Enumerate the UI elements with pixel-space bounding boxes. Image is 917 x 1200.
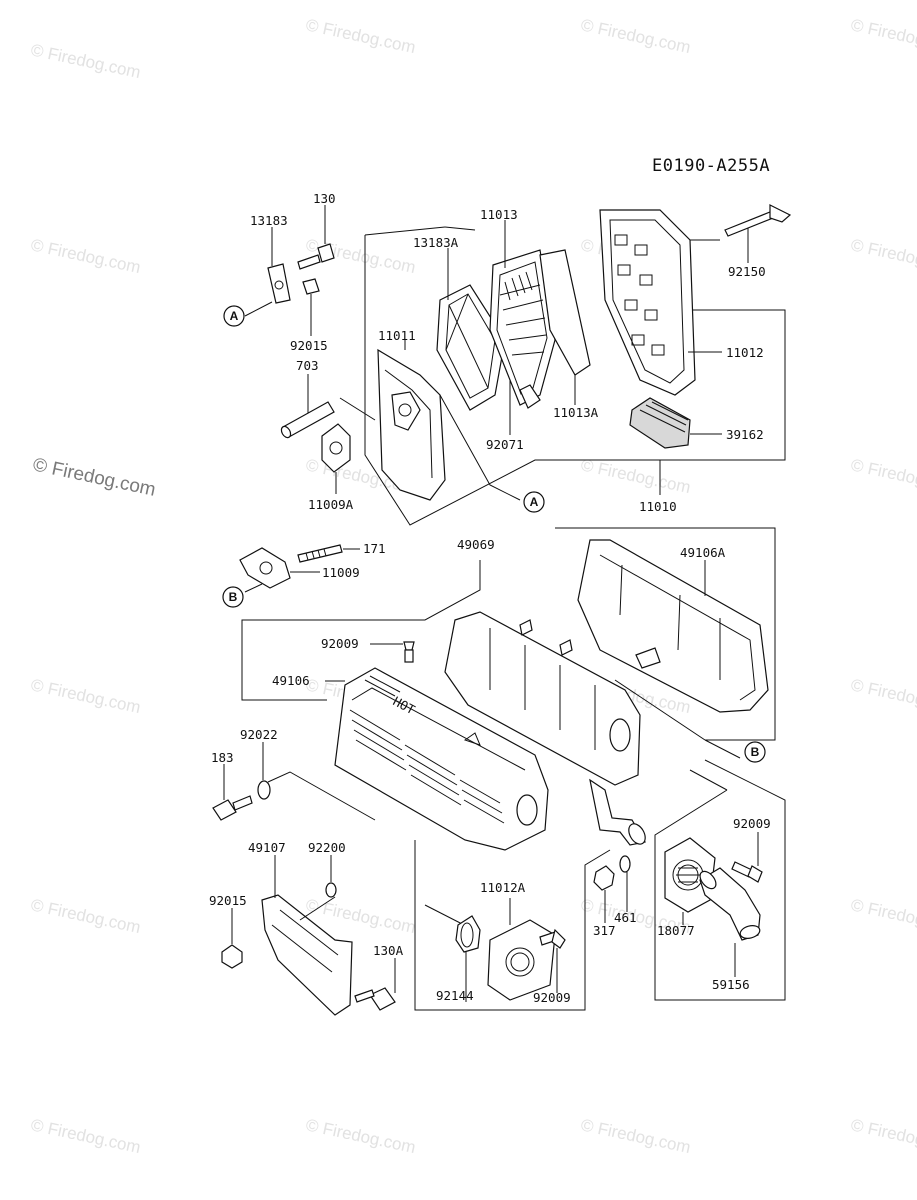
nut-317 <box>593 865 615 891</box>
part-label-39162: 39162 <box>726 427 764 442</box>
part-label-92009-bottom: 92009 <box>533 990 571 1005</box>
part-label-11009A: 11009A <box>308 497 354 512</box>
nut-92015-bottom <box>221 944 243 969</box>
washer-92022 <box>257 780 271 800</box>
part-label-703: 703 <box>296 358 319 373</box>
callout-a-bottom <box>523 491 545 513</box>
air-cleaner-group: A A <box>223 204 792 526</box>
part-label-92015-top: 92015 <box>290 338 328 353</box>
part-label-13183: 13183 <box>250 213 288 228</box>
washer-92200 <box>325 882 337 898</box>
muffler-body <box>444 611 641 786</box>
part-label-183: 183 <box>211 750 234 765</box>
watermark: © Firedog.com <box>29 675 142 717</box>
part-label-59156: 59156 <box>712 977 750 992</box>
part-label-11012A: 11012A <box>480 880 526 895</box>
diagram-code: E0190-A255A <box>652 156 770 176</box>
part-label-92022: 92022 <box>240 727 278 742</box>
part-label-11013: 11013 <box>480 207 518 222</box>
part-label-11011: 11011 <box>378 328 416 343</box>
muffler-group: HOT <box>212 527 786 1016</box>
clamp-39162 <box>629 397 691 449</box>
watermark: © Firedog.com <box>304 15 417 57</box>
part-label-49069: 49069 <box>457 537 495 552</box>
part-label-11012: 11012 <box>726 345 764 360</box>
part-label-49106: 49106 <box>272 673 310 688</box>
part-label-130A: 130A <box>373 943 404 958</box>
callout-a-top-label: A <box>230 309 239 323</box>
watermark: © Firedog.com <box>579 1115 692 1157</box>
part-label-92009-top: 92009 <box>321 636 359 651</box>
gasket-11009 <box>239 547 291 589</box>
screw-92009-top <box>403 641 415 651</box>
watermark: © Firedog.com <box>849 675 917 717</box>
air-cleaner-cover-11012 <box>599 209 696 396</box>
watermark: © Firedog.com <box>304 1115 417 1157</box>
callout-a-bottom-label: A <box>530 495 539 509</box>
part-label-461: 461 <box>614 910 637 925</box>
watermark: © Firedog.com <box>29 235 142 277</box>
part-label-92144: 92144 <box>436 988 474 1003</box>
washer-461 <box>619 855 631 873</box>
part-label-18077: 18077 <box>657 923 695 938</box>
bolt-130A <box>369 987 396 1011</box>
part-label-11013A: 11013A <box>553 405 599 420</box>
cover-vent-grille <box>349 675 505 824</box>
part-label-49107: 49107 <box>248 840 286 855</box>
part-label-92200: 92200 <box>308 840 346 855</box>
part-label-92150: 92150 <box>728 264 766 279</box>
part-label-317: 317 <box>593 923 616 938</box>
gasket-11009A <box>321 423 351 473</box>
part-label-92015-bottom: 92015 <box>209 893 247 908</box>
part-label-171: 171 <box>363 541 386 556</box>
watermark: © Firedog.com <box>579 455 692 497</box>
callout-b-left-label: B <box>229 590 238 604</box>
seal-92071 <box>519 384 541 409</box>
elbow-fitting-13183 <box>267 263 291 304</box>
bolt-130 <box>297 254 321 270</box>
callout-a-top <box>223 305 245 327</box>
bolt-183 <box>212 799 237 821</box>
part-label-11010: 11010 <box>639 499 677 514</box>
pre-cleaner-11013A <box>539 249 591 376</box>
watermark: © Firedog.com <box>849 235 917 277</box>
watermark-main: © Firedog.com <box>31 454 158 501</box>
part-label-13183A: 13183A <box>413 235 459 250</box>
watermark: © Firedog.com <box>29 1115 142 1157</box>
callout-b-right <box>744 741 766 763</box>
watermark: © Firedog.com <box>849 15 917 57</box>
part-label-92071: 92071 <box>486 437 524 452</box>
callout-b-right-label: B <box>751 745 760 759</box>
watermark: © Firedog.com <box>29 895 142 937</box>
watermark: © Firedog.com <box>849 1115 917 1157</box>
watermark: © Firedog.com <box>849 895 917 937</box>
muffler-lower-cover-49107 <box>261 894 353 1016</box>
watermark: © Firedog.com <box>29 40 142 82</box>
part-label-130: 130 <box>313 191 336 206</box>
flange-plate-11012A <box>487 919 556 1001</box>
part-label-49106A: 49106A <box>680 545 726 560</box>
stud-171 <box>297 544 343 563</box>
part-label-92009-right: 92009 <box>733 816 771 831</box>
part-label-11009: 11009 <box>322 565 360 580</box>
nut-92015-top <box>302 278 320 295</box>
stud-gasket-group: B <box>222 544 360 608</box>
wing-bolt-92150 <box>724 211 774 237</box>
watermark-layer: © Firedog.com © Firedog.com © Firedog.co… <box>29 15 917 1157</box>
callout-b-left <box>222 586 244 608</box>
watermark: © Firedog.com <box>579 15 692 57</box>
muffler-cover-49106 <box>334 667 549 851</box>
watermark: © Firedog.com <box>849 455 917 497</box>
